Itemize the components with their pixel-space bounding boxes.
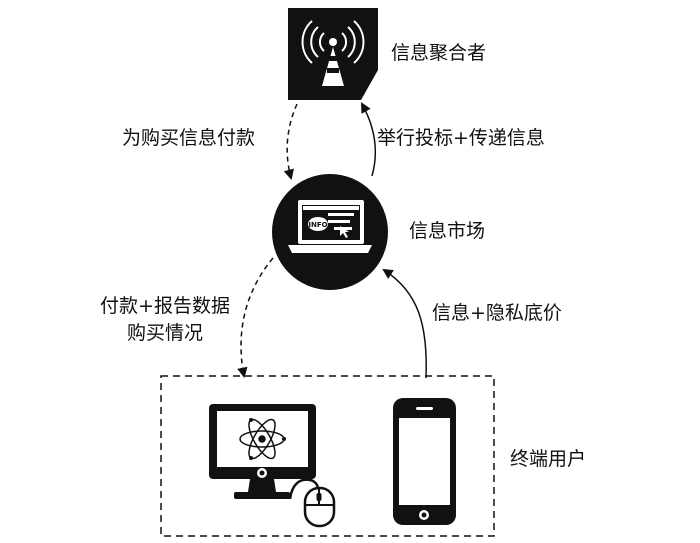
end-users-box xyxy=(160,375,495,537)
atom-icon xyxy=(239,418,286,460)
edge-label-report-line1: 付款+报告数据 xyxy=(100,295,230,317)
smartphone-icon xyxy=(393,398,456,525)
edge-label-privacy: 信息+隐私底价 xyxy=(432,302,562,324)
market-label: 信息市场 xyxy=(409,220,486,242)
edge-market-to-users xyxy=(237,257,274,379)
edge-users-to-market xyxy=(382,268,427,379)
market-node: INFO xyxy=(272,174,388,290)
antenna-tower-icon xyxy=(301,20,365,86)
edge-label-bidding: 举行投标+传递信息 xyxy=(377,127,545,149)
end-users-label: 终端用户 xyxy=(510,448,587,470)
desktop-monitor-icon xyxy=(209,404,316,499)
edge-aggregator-to-market xyxy=(360,102,377,177)
aggregator-label: 信息聚合者 xyxy=(391,42,487,64)
edge-market-to-aggregator xyxy=(283,103,298,181)
mouse-icon xyxy=(288,478,336,528)
aggregator-node xyxy=(288,8,378,100)
edge-label-payment: 为购买信息付款 xyxy=(122,127,256,149)
laptop-info-icon: INFO xyxy=(288,200,372,253)
edge-label-report-line2: 购买情况 xyxy=(126,322,203,344)
info-badge: INFO xyxy=(308,221,327,229)
